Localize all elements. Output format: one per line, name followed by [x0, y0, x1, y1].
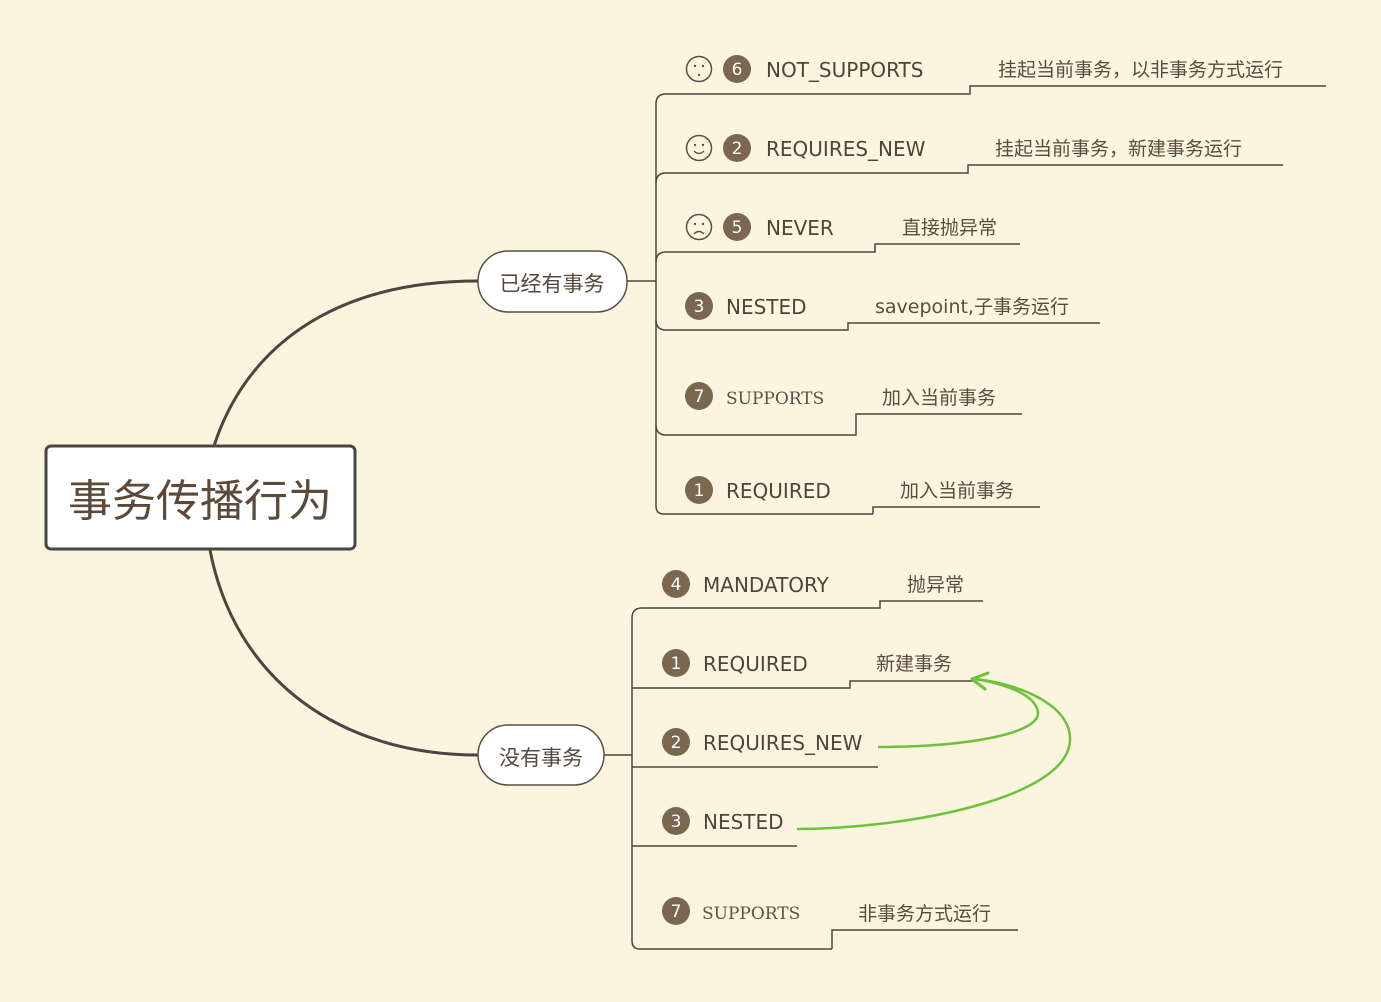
- priority-number: 1: [671, 654, 682, 674]
- connector-root-none: [208, 549, 479, 757]
- arrowhead-icon: [970, 671, 990, 691]
- propagation-desc: 挂起当前事务，新建事务运行: [995, 138, 1242, 160]
- propagation-name: MANDATORY: [703, 573, 830, 597]
- arrow-nested-to-required: [796, 677, 1072, 831]
- existing-bracket: [655, 104, 873, 515]
- list-item-nested[interactable]: 3 NESTED: [632, 807, 797, 847]
- priority-badge: [662, 728, 690, 756]
- propagation-name: REQUIRED: [726, 479, 831, 503]
- propagation-name: REQUIRED: [703, 652, 808, 676]
- propagation-desc: 直接抛异常: [902, 217, 997, 239]
- priority-number: 5: [732, 218, 743, 238]
- root-label: 事务传播行为: [68, 476, 332, 527]
- propagation-name: NEVER: [766, 216, 834, 240]
- propagation-desc: 加入当前事务: [882, 387, 996, 409]
- priority-number: 2: [671, 733, 682, 753]
- list-item-never[interactable]: 5 NEVER 直接抛异常: [655, 213, 1020, 263]
- priority-number: 1: [694, 481, 705, 501]
- propagation-name: REQUIRES_NEW: [766, 137, 926, 161]
- priority-number: 7: [671, 902, 682, 922]
- list-item-requires-new[interactable]: 2 REQUIRES_NEW 挂起当前事务，新建事务运行: [655, 134, 1283, 184]
- smile-face-icon: [685, 134, 713, 162]
- priority-number: 2: [732, 139, 743, 159]
- propagation-desc: 加入当前事务: [900, 480, 1014, 502]
- list-item-required[interactable]: 1 REQUIRED 加入当前事务: [685, 476, 1040, 514]
- priority-number: 3: [671, 812, 682, 832]
- priority-badge: [662, 807, 690, 835]
- propagation-name: NESTED: [703, 810, 784, 834]
- propagation-name: SUPPORTS: [726, 389, 824, 409]
- propagation-name: NESTED: [726, 295, 807, 319]
- branch-existing-label: 已经有事务: [500, 272, 605, 296]
- none-bracket: [631, 618, 832, 950]
- connector-root-existing: [212, 279, 479, 447]
- list-item-requires-new[interactable]: 2 REQUIRES_NEW: [632, 728, 878, 768]
- list-item-mandatory[interactable]: 4 MANDATORY 抛异常: [631, 570, 983, 619]
- propagation-name: NOT_SUPPORTS: [766, 58, 923, 82]
- priority-badge: [685, 292, 713, 320]
- branch-existing-transaction[interactable]: 已经有事务: [477, 250, 628, 313]
- propagation-name: REQUIRES_NEW: [703, 731, 863, 755]
- propagation-desc: 抛异常: [907, 574, 964, 596]
- list-item-supports[interactable]: 7 SUPPORTS 加入当前事务: [655, 382, 1022, 436]
- arrow-requires-new-to-required: [877, 677, 1040, 749]
- relationship-arrows: [796, 671, 1072, 831]
- list-item-nested[interactable]: 3 NESTED savepoint,子事务运行: [655, 292, 1100, 331]
- priority-badge: [662, 570, 690, 598]
- neutral-face-icon: [685, 55, 713, 83]
- priority-number: 6: [732, 60, 743, 80]
- list-item-not-supports[interactable]: 6 NOT_SUPPORTS 挂起当前事务，以非事务方式运行: [655, 55, 1326, 105]
- priority-badge: [685, 382, 713, 410]
- branch-no-transaction[interactable]: 没有事务: [477, 724, 605, 786]
- frown-face-icon: [685, 213, 713, 241]
- propagation-desc: 非事务方式运行: [858, 903, 991, 925]
- propagation-desc: savepoint,子事务运行: [875, 296, 1069, 318]
- priority-number: 7: [694, 387, 705, 407]
- priority-badge: [723, 213, 751, 241]
- priority-number: 3: [694, 297, 705, 317]
- propagation-desc: 新建事务: [876, 653, 952, 675]
- priority-badge: [685, 476, 713, 504]
- root-node[interactable]: 事务传播行为: [44, 444, 357, 551]
- priority-badge: [723, 55, 751, 83]
- priority-badge: [723, 134, 751, 162]
- priority-number: 4: [671, 575, 682, 595]
- branch-none-label: 没有事务: [499, 746, 583, 770]
- propagation-name: SUPPORTS: [702, 904, 800, 924]
- priority-badge: [662, 897, 690, 925]
- list-item-required[interactable]: 1 REQUIRED 新建事务: [632, 649, 975, 689]
- priority-badge: [662, 649, 690, 677]
- list-item-supports[interactable]: 7 SUPPORTS 非事务方式运行: [662, 897, 1018, 949]
- propagation-desc: 挂起当前事务，以非事务方式运行: [998, 59, 1283, 81]
